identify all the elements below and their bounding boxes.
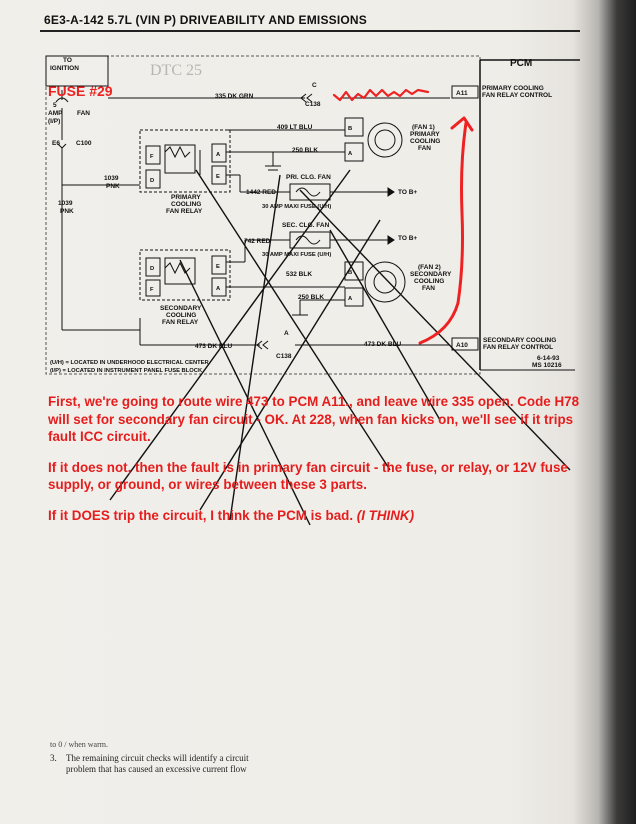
relay-pin-e2: E bbox=[216, 264, 220, 270]
bleed-through-text: DTC 25 bbox=[150, 62, 202, 79]
label-secondary-relay-3: FAN RELAY bbox=[162, 319, 199, 326]
label-to-b-1: TO B+ bbox=[398, 189, 417, 196]
step-3-line-1: The remaining circuit checks will identi… bbox=[66, 753, 249, 763]
note-paragraph-3-emphasis: (I THINK) bbox=[356, 507, 415, 523]
pcm-secondary-2: FAN RELAY CONTROL bbox=[483, 344, 553, 351]
label-a-bottom: A bbox=[284, 330, 289, 337]
label-maxi-1: 30 AMP MAXI FUSE (U/H) bbox=[262, 204, 331, 210]
label-maxi-2: 30 AMP MAXI FUSE (U/H) bbox=[262, 252, 331, 258]
red-arrow bbox=[418, 121, 468, 345]
label-pnk-b: PNK bbox=[60, 208, 74, 215]
diagram-border bbox=[45, 55, 481, 375]
label-532: 532 BLK bbox=[286, 271, 312, 278]
header-rule bbox=[40, 30, 580, 32]
diagram-ms-number: MS 10216 bbox=[532, 362, 562, 369]
label-to-b-2: TO B+ bbox=[398, 235, 417, 242]
relay-pin-d2: D bbox=[150, 266, 154, 272]
fan-fuse bbox=[55, 90, 69, 103]
pcm-secondary-1: SECONDARY COOLING bbox=[483, 337, 556, 344]
relay-pin-a1: A bbox=[216, 152, 221, 158]
label-409: 409 LT BLU bbox=[277, 124, 313, 131]
relay-pin-a2: A bbox=[216, 286, 221, 292]
label-fan2: (FAN 2) bbox=[418, 264, 441, 271]
ignition-box bbox=[45, 55, 109, 87]
note-paragraph-3: If it DOES trip the circuit, I think the… bbox=[48, 507, 588, 525]
manual-body-text: to 0 / when warm. 3. The remaining circui… bbox=[50, 739, 320, 775]
pcm-primary-2: FAN RELAY CONTROL bbox=[482, 92, 552, 99]
label-primary-relay-2: COOLING bbox=[171, 201, 201, 208]
handwritten-notes: First, we're going to route wire 473 to … bbox=[48, 393, 588, 537]
label-c100: C100 bbox=[76, 140, 92, 147]
cut-off-line: to 0 / when warm. bbox=[50, 740, 108, 749]
label-amp: AMP bbox=[48, 110, 63, 117]
pcm-title: PCM bbox=[510, 58, 532, 69]
pin-a1: A bbox=[348, 151, 353, 157]
relay-pin-f1: F bbox=[150, 154, 154, 160]
label-secondary-relay-2: COOLING bbox=[166, 312, 196, 319]
secondary-relay bbox=[139, 249, 231, 301]
label-250-b: 250 BLK bbox=[298, 294, 324, 301]
label-ip: (I/P) bbox=[48, 118, 60, 125]
step-3: 3. The remaining circuit checks will iden… bbox=[50, 753, 320, 764]
label-fuse-29: FUSE #29 bbox=[48, 83, 113, 99]
label-primary-relay-3: FAN RELAY bbox=[166, 208, 203, 215]
pin-b1: B bbox=[348, 126, 352, 132]
page-header: 6E3-A-142 5.7L (VIN P) DRIVEABILITY AND … bbox=[44, 13, 367, 27]
label-cooling2: COOLING bbox=[414, 278, 444, 285]
label-pri-clg-fan: PRI. CLG. FAN bbox=[286, 174, 331, 181]
step-3-line-2: problem that has caused an excessive cur… bbox=[66, 764, 247, 774]
label-335: 335 DK GRN bbox=[215, 93, 254, 100]
step-number: 3. bbox=[50, 753, 57, 763]
note-paragraph-2: If it does not, then the fault is in pri… bbox=[48, 459, 568, 493]
label-secondary-relay-1: SECONDARY bbox=[160, 305, 202, 312]
label-c138-top: C138 bbox=[305, 101, 321, 108]
label-1039-a: 1039 bbox=[104, 175, 119, 182]
relay-pin-e1: E bbox=[216, 174, 220, 180]
red-scribble bbox=[332, 88, 430, 102]
label-fan2-fan: FAN bbox=[422, 285, 435, 292]
label-1039-b: 1039 bbox=[58, 200, 73, 207]
label-sec-clg-fan: SEC. CLG. FAN bbox=[282, 222, 330, 229]
legend-ip: (I/P) = LOCATED IN INSTRUMENT PANEL FUSE… bbox=[50, 368, 203, 374]
label-cooling: COOLING bbox=[410, 138, 440, 145]
secondary-fan-motor bbox=[364, 261, 406, 303]
relay-pin-f2: F bbox=[150, 287, 154, 293]
label-secondary: SECONDARY bbox=[410, 271, 452, 278]
legend-uh: (U/H) = LOCATED IN UNDERHOOD ELECTRICAL … bbox=[50, 360, 210, 366]
label-fan1: (FAN 1) bbox=[412, 124, 435, 131]
pcm-pin-a10 bbox=[451, 337, 479, 351]
pin-a10: A10 bbox=[456, 342, 468, 349]
label-742: 742 RED bbox=[244, 238, 271, 245]
label-e6: E6 bbox=[52, 140, 60, 147]
label-primary-relay-1: PRIMARY bbox=[171, 194, 201, 201]
pcm-primary-1: PRIMARY COOLING bbox=[482, 85, 544, 92]
cross-out-lines bbox=[109, 169, 571, 526]
label-1442: 1442 RED bbox=[246, 189, 276, 196]
pcm-pin-a11 bbox=[451, 85, 479, 99]
note-paragraph-3-main: If it DOES trip the circuit, I think the… bbox=[48, 507, 357, 523]
label-473-right: 473 DK BLU bbox=[364, 341, 402, 348]
pin-a11: A11 bbox=[456, 90, 468, 97]
label-fan: FAN bbox=[77, 110, 90, 117]
label-to: TO bbox=[63, 57, 72, 64]
label-473-left: 473 DK BLU bbox=[195, 343, 233, 350]
primary-fan-motor bbox=[367, 122, 403, 158]
primary-relay bbox=[139, 129, 231, 193]
pin-a2: A bbox=[348, 296, 353, 302]
relay-pin-d1: D bbox=[150, 178, 154, 184]
red-annotations bbox=[332, 88, 474, 345]
label-fan1-fan: FAN bbox=[418, 145, 431, 152]
label-c138-bottom: C138 bbox=[276, 353, 292, 360]
diagram-date: 6-14-93 bbox=[537, 355, 560, 362]
label-fuse-5: 5 bbox=[53, 102, 57, 109]
label-ignition: IGNITION bbox=[50, 65, 79, 72]
note-paragraph-1: First, we're going to route wire 473 to … bbox=[48, 394, 580, 444]
label-250-a: 250 BLK bbox=[292, 147, 318, 154]
label-primary: PRIMARY bbox=[410, 131, 440, 138]
label-pnk-a: PNK bbox=[106, 183, 120, 190]
pin-b2: B bbox=[348, 270, 352, 276]
label-c-top: C bbox=[312, 82, 317, 89]
